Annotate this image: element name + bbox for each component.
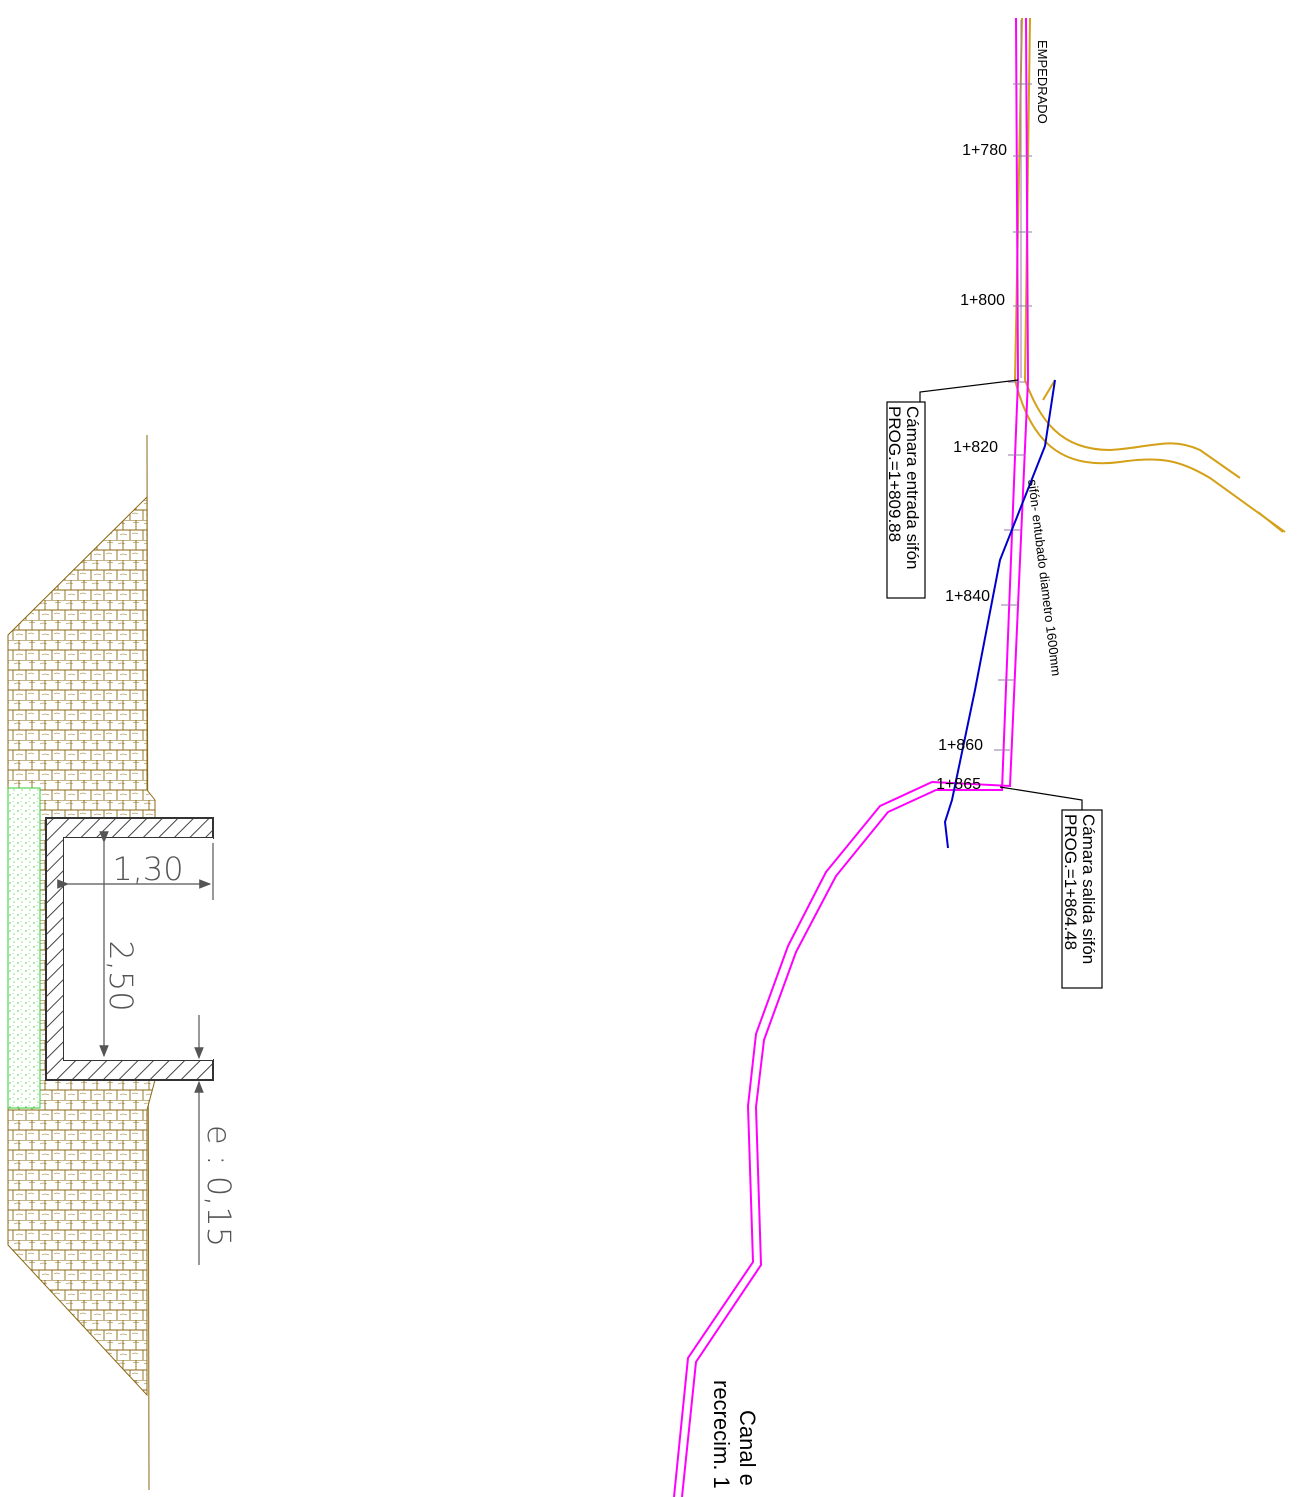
road-label: EMPEDRADO [1035,40,1050,124]
road [1013,17,1286,533]
siphon-label: sifón- entubado diametro 1600mm [1025,479,1064,677]
entry-chamber-prog: PROG.=1+809.88 [885,406,904,542]
entry-chamber-leader [919,379,1019,402]
siphon-pipe [943,379,1056,849]
canal-cross-section: 1,30 2,50 e : 0,15 [7,434,238,1491]
exit-chamber-prog: PROG.=1+864.48 [1061,814,1080,950]
canal-label-line1: Canal e [735,1410,760,1486]
station-label-1800: 1+800 [960,292,1005,309]
entry-chamber-name: Cámara entrada sifón [903,406,922,569]
channel-interior [64,838,213,1060]
plan-view: EMPEDRADO 1+780 1+800 1+820 1+840 1+860 … [673,17,1286,1497]
exit-chamber-name: Cámara salida sifón [1079,814,1098,964]
station-label-1865: 1+865 [936,776,981,793]
vegetation-strip [7,787,41,1109]
station-label-1820: 1+820 [953,439,998,456]
canal-label-line2: recrecim. 1 [709,1380,734,1489]
entry-chamber-box [886,401,926,599]
exit-chamber-box [1061,809,1103,989]
station-label-1780: 1+780 [962,142,1007,159]
station-label-1860: 1+860 [938,737,983,754]
canal-alignment [673,17,1030,1497]
station-ticks [994,20,1032,751]
width-dimension-label: 1,30 [112,850,183,888]
thickness-dimension-label: e : 0,15 [200,1125,238,1247]
station-label-1840: 1+840 [945,588,990,605]
height-dimension-label: 2,50 [102,940,140,1011]
exit-chamber-leader [999,786,1083,810]
